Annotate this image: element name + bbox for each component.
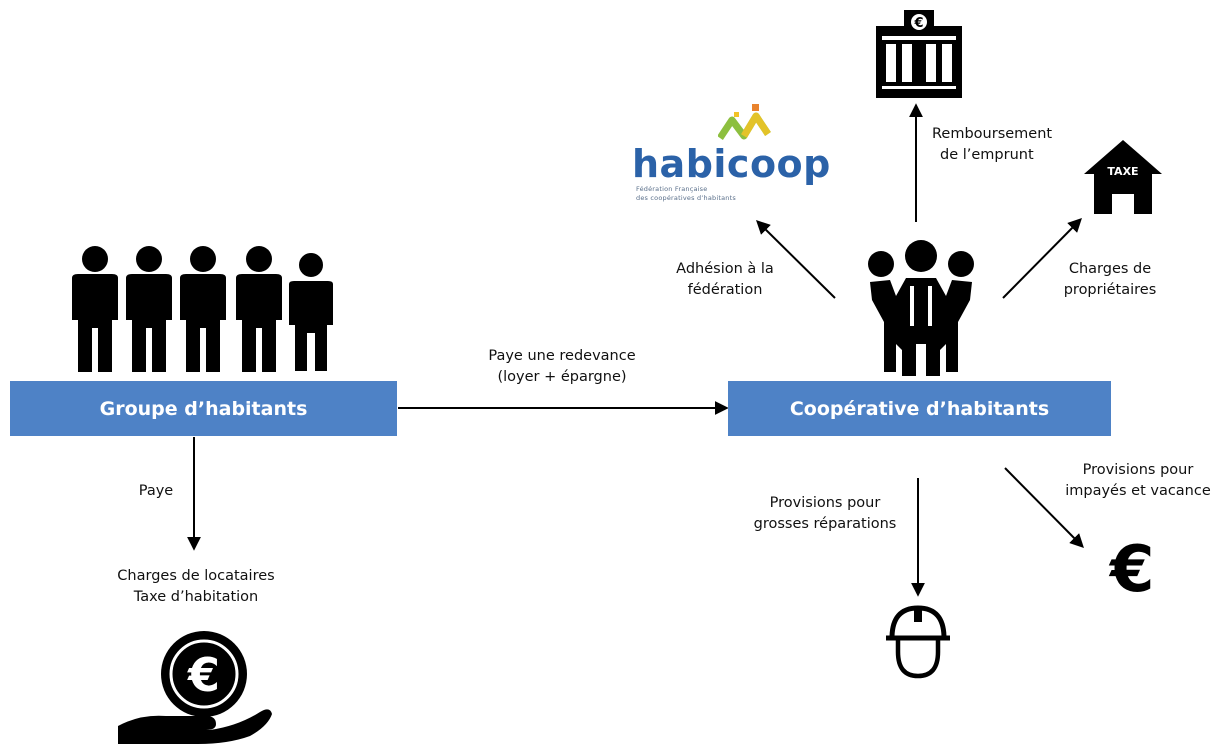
five-people-icon [72, 246, 335, 373]
habicoop-logo-text: habicoop [632, 142, 831, 186]
worker-helmet-icon [886, 605, 950, 679]
cooperative-habitants-box: Coopérative d’habitants [728, 381, 1111, 436]
tax-house-icon: TAXE [1084, 140, 1162, 214]
svg-text:€: € [913, 16, 923, 31]
euro-icon: € [1110, 533, 1155, 607]
hand-euro-coin-icon: € [118, 631, 272, 744]
arrow-charges-proprietaires [1002, 218, 1082, 299]
redevance-label: Paye une redevance (loyer + épargne) [488, 348, 636, 385]
cooperative-habitants-label: Coopérative d’habitants [789, 397, 1050, 420]
arrow-impayes [1004, 467, 1084, 548]
groupe-habitants-box: Groupe d’habitants [10, 381, 397, 436]
svg-text:€: € [187, 648, 220, 702]
habicoop-logo-icon [718, 104, 771, 140]
impayes-label: Provisions pour impayés et vacance [1065, 462, 1211, 499]
three-people-hug-icon [868, 240, 974, 376]
paye-label: Paye [138, 483, 174, 499]
habicoop-logo-subtitle: Fédération Française des coopératives d’… [636, 185, 736, 202]
charges-proprietaires-label: Charges de propriétaires [1063, 261, 1157, 298]
arrow-adhesion [756, 220, 836, 299]
remboursement-label: Remboursement de l’emprunt [932, 126, 1053, 163]
adhesion-label: Adhésion à la fédération [676, 261, 774, 298]
groupe-habitants-label: Groupe d’habitants [99, 397, 308, 420]
tax-text: TAXE [1107, 165, 1138, 178]
charges-locataires-label: Charges de locataires Taxe d’habitation [117, 568, 275, 605]
bank-euro-icon: € [876, 10, 962, 98]
grosses-reparations-label: Provisions pour grosses réparations [753, 495, 897, 532]
